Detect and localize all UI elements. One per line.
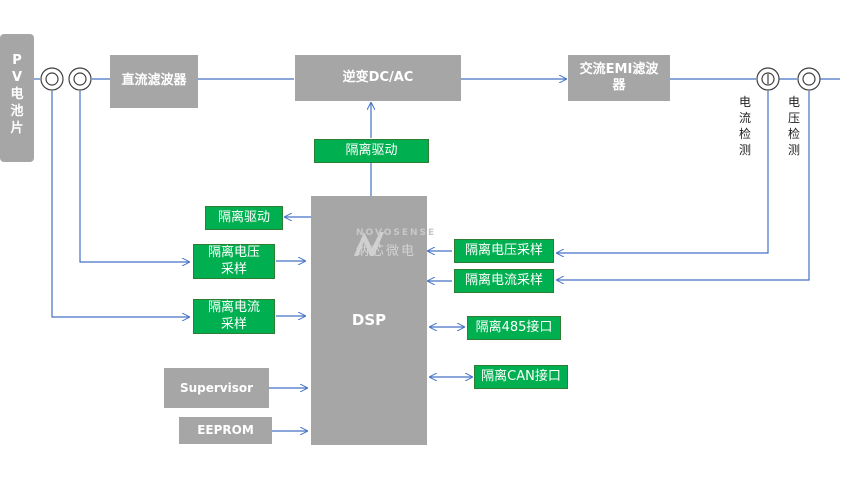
wire-pv-current-sense	[51, 91, 189, 317]
pv-label-char: 池	[10, 104, 24, 119]
current-detect-char: 检	[738, 127, 751, 141]
pv-panel: P V 电 池 片	[0, 34, 34, 162]
pv-terminal-2	[68, 67, 92, 91]
iso-voltage-left-line: 隔离电压	[207, 245, 260, 261]
voltage-detect-char: 测	[787, 143, 800, 157]
logo-cn: 纳芯微电	[356, 244, 417, 259]
logo-name: NOVOSENSE	[356, 228, 437, 238]
current-detect-char: 流	[738, 111, 751, 125]
dc-filter-block: 直流滤波器	[110, 55, 198, 108]
wire-ac-current-sense	[557, 91, 769, 253]
pv-label-char: V	[11, 70, 23, 85]
voltage-detect-label: 电 压 检 测	[787, 94, 801, 158]
current-sensor-terminal	[756, 67, 780, 91]
eeprom-block: EEPROM	[179, 417, 272, 444]
pv-label-char: P	[12, 53, 22, 68]
wire-pv-voltage-sense	[79, 91, 189, 262]
current-detect-label: 电 流 检 测	[738, 94, 752, 158]
inverter-block: 逆变DC/AC	[295, 55, 461, 101]
pv-terminal-1	[40, 67, 64, 91]
current-detect-char: 电	[738, 95, 751, 109]
wire-ac-voltage-sense	[557, 91, 810, 280]
voltage-detect-char: 压	[787, 111, 800, 125]
pv-label-char: 电	[10, 87, 24, 102]
iso-drive-top: 隔离驱动	[314, 139, 429, 163]
iso-current-sample-right: 隔离电流采样	[454, 269, 554, 293]
supervisor-block: Supervisor	[164, 368, 269, 408]
iso-can-interface: 隔离CAN接口	[474, 365, 568, 389]
dsp-block: DSP	[311, 196, 427, 445]
voltage-sensor-terminal	[797, 67, 821, 91]
iso-voltage-sample-left: 隔离电压 采样	[193, 244, 275, 279]
voltage-detect-char: 电	[787, 95, 800, 109]
novosense-logo	[354, 232, 384, 256]
current-detect-char: 测	[738, 143, 751, 157]
iso-485-interface: 隔离485接口	[467, 316, 561, 340]
iso-drive-left: 隔离驱动	[205, 206, 283, 230]
pv-label-char: 片	[10, 121, 24, 136]
voltage-detect-char: 检	[787, 127, 800, 141]
iso-current-left-line: 隔离电流	[207, 300, 260, 316]
iso-current-left-line: 采样	[220, 316, 247, 332]
iso-voltage-left-line: 采样	[220, 261, 247, 277]
iso-current-sample-left: 隔离电流 采样	[193, 299, 275, 334]
ac-emi-filter-line: 器	[612, 78, 626, 93]
iso-voltage-sample-right: 隔离电压采样	[454, 239, 554, 263]
ac-emi-filter-block: 交流EMI滤波 器	[568, 55, 670, 101]
ac-emi-filter-line: 交流EMI滤波	[579, 61, 659, 77]
